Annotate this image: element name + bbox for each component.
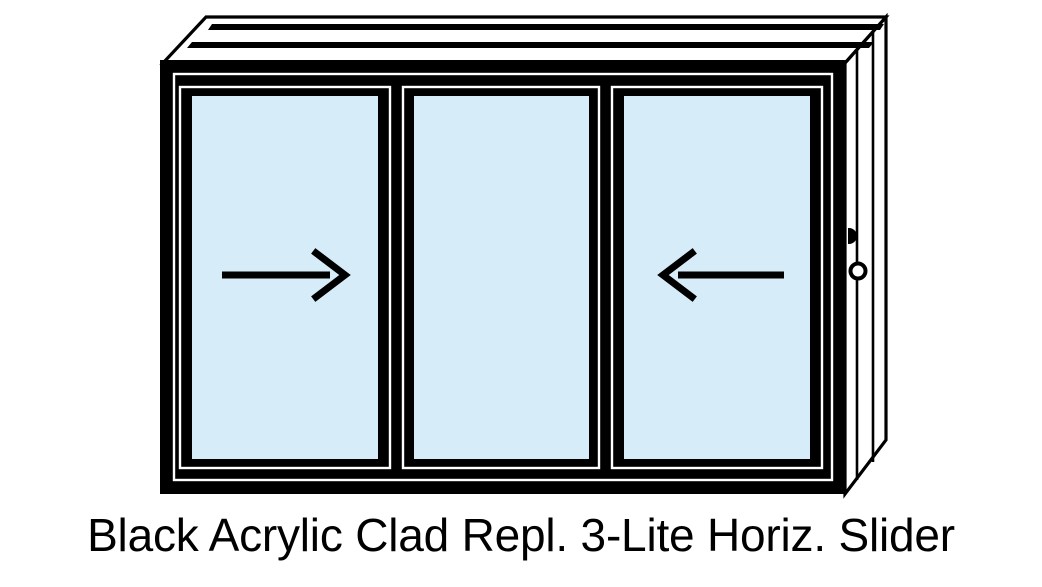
upper-latch-icon[interactable] [848,227,857,245]
center-lite-hairline [401,85,601,470]
top-band-rule [208,24,884,30]
top-perspective-group [159,15,890,65]
right-sash-hairline [610,85,824,470]
side-panel-group [843,12,888,499]
side-panel-face [843,12,888,499]
page-title: Black Acrylic Clad Repl. 3-Lite Horiz. S… [87,509,955,561]
center-lite-group [401,85,601,470]
top-band-outer [159,15,890,65]
hardware-group[interactable] [848,227,868,281]
right-arrow-icon [222,248,351,302]
right-sash-group[interactable] [610,85,824,470]
left-sash-group[interactable] [178,85,392,470]
left-arrow-icon [657,248,784,302]
window-diagram [159,12,890,499]
top-band-rule-2 [187,42,874,48]
left-sash-hairline [178,85,392,470]
outer-frame-hairline [172,72,834,482]
center-lite-glass [414,96,589,459]
lower-lock-icon[interactable] [848,261,868,281]
